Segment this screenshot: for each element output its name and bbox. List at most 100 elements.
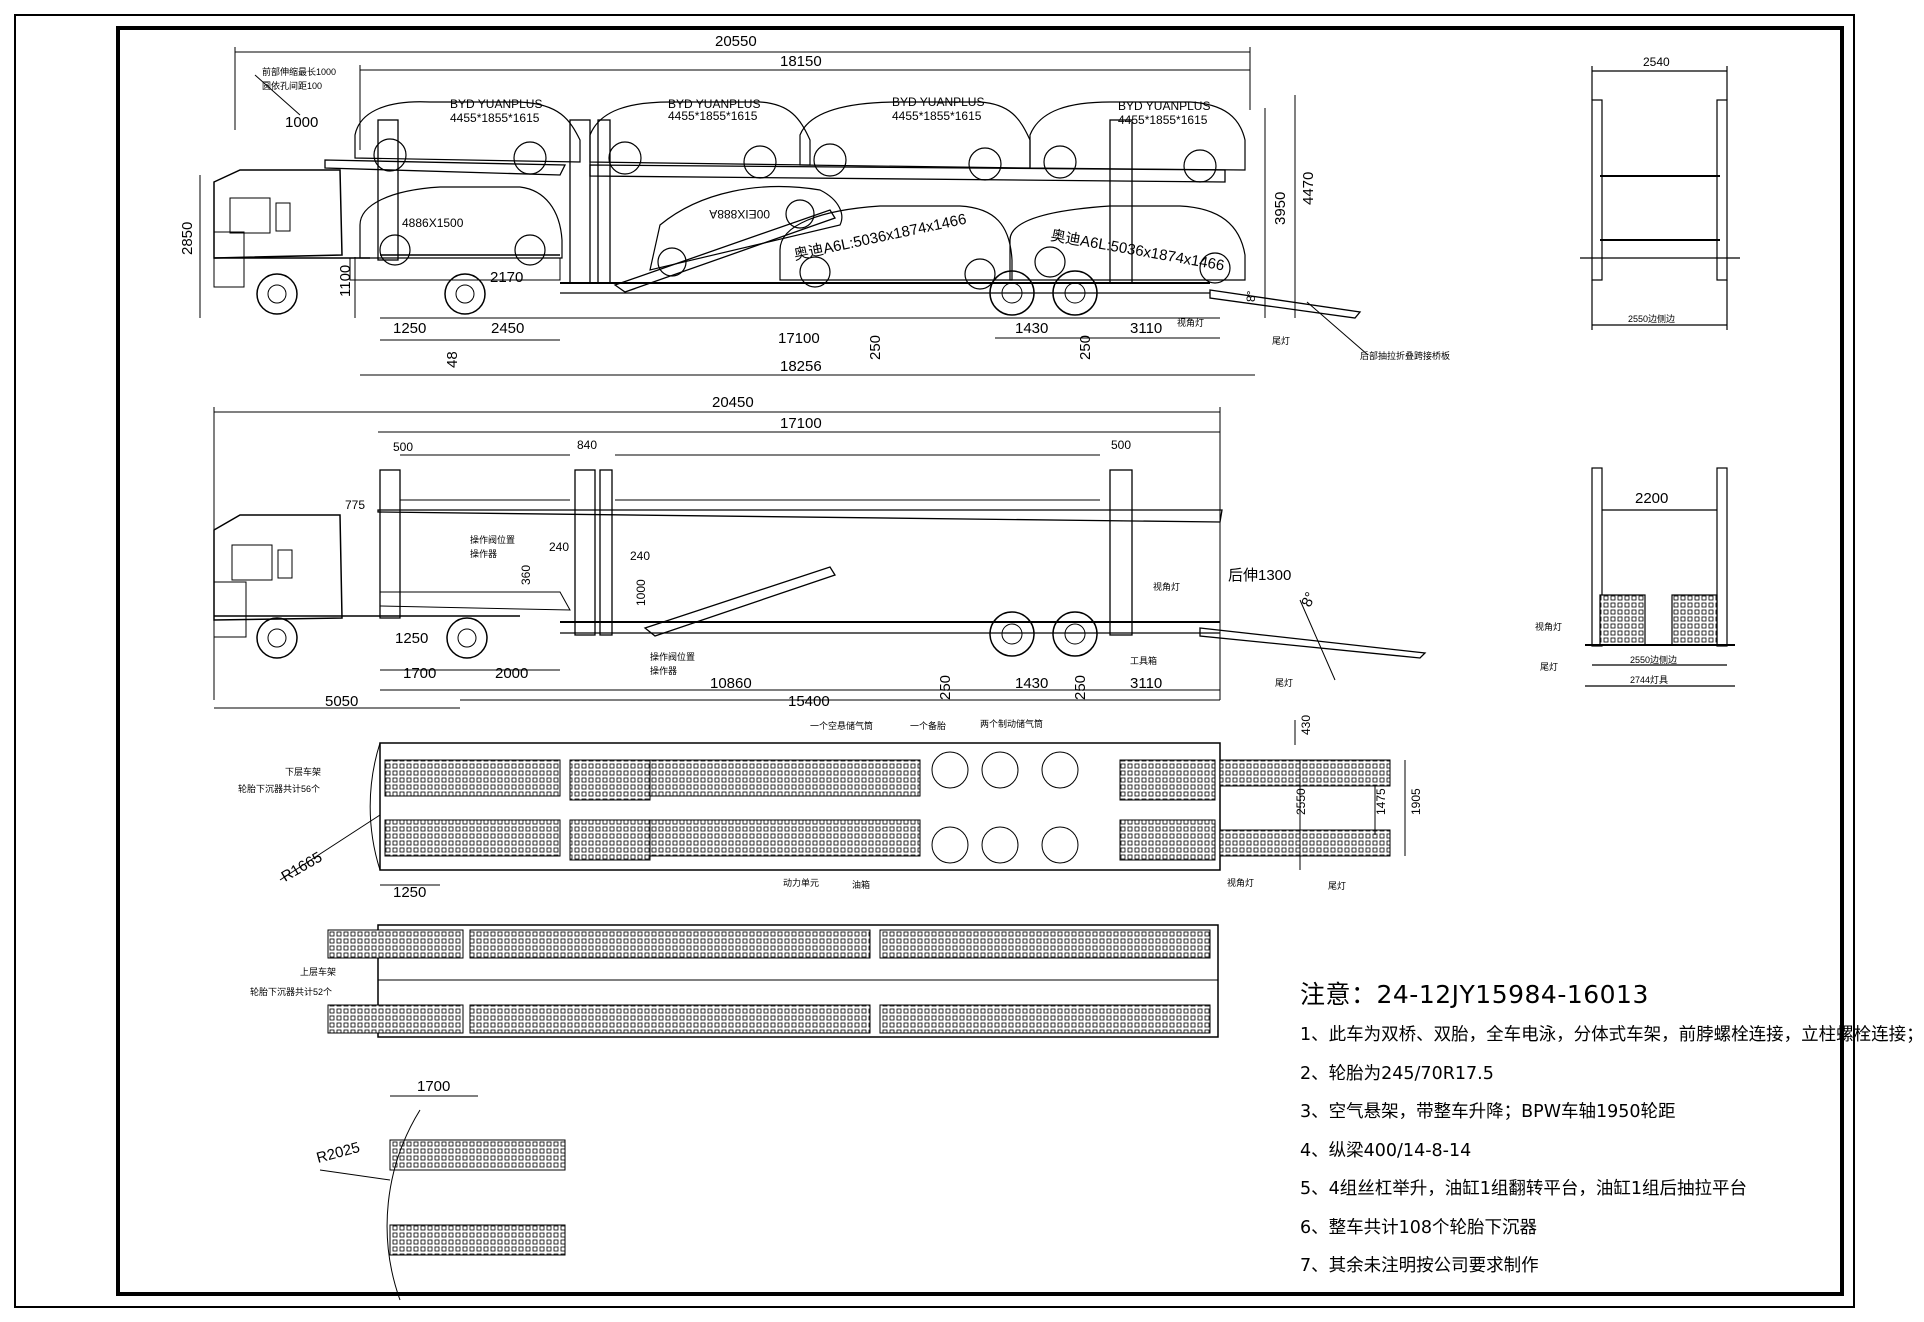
dim-1475: 1475: [1374, 788, 1388, 815]
car-lower-4-label: 奥迪A6L:5036x1874x1466: [1049, 227, 1225, 274]
label-side-lamp-plan: 视角灯: [1227, 877, 1254, 888]
dim-3110-b: 3110: [1130, 675, 1162, 692]
label-upper-deck: 上层车架: [300, 966, 336, 977]
dim-250a: 250: [867, 335, 884, 360]
dim-840: 840: [577, 438, 597, 452]
label-oil-tank: 油箱: [852, 879, 870, 890]
dim-10860: 10860: [710, 675, 752, 692]
label-upper-count: 轮胎下沉器共计52个: [250, 986, 332, 997]
dim-width-bottom: 2550边侧边: [1628, 313, 1675, 324]
note-item-6: 6、整车共计108个轮胎下沉器: [1300, 1217, 1538, 1238]
label-rear-platform: 后部抽拉折叠跨接桥板: [1360, 350, 1450, 361]
dim-240a: 240: [549, 540, 569, 554]
dim-front-ext: 1000: [285, 114, 318, 131]
dim-width-inner: 2200: [1635, 490, 1668, 507]
dim-height-deck: 1100: [337, 265, 354, 297]
end-view-loaded: [1580, 66, 1740, 330]
label-tail-lamp-plan: 尾灯: [1328, 881, 1346, 891]
plan-lower-deck: [279, 720, 1406, 886]
car-upper-3-model: BYD YUANPLUS: [892, 95, 984, 109]
dim-360: 360: [519, 565, 533, 585]
label-valve-2: 操作器: [650, 665, 677, 676]
label-toolbox: 工具箱: [1130, 655, 1157, 666]
label-side-lamp-2: 视角灯: [1153, 581, 1180, 592]
dim-17100: 17100: [778, 330, 820, 347]
label-side-lamp-top: 视角灯: [1177, 317, 1204, 328]
side-view-loaded-labels: 20550 18150 前部伸缩最长1000 圆依孔间距100 1000 BYD…: [179, 33, 1450, 375]
dim-angle: 8°: [1298, 590, 1319, 610]
label-power-unit: 动力单元: [783, 877, 819, 888]
drawing-border-outer: [14, 14, 1855, 1308]
car-lower-2-label: 00EIX888A: [709, 207, 770, 221]
dim-2170: 2170: [490, 269, 523, 286]
dim-430: 430: [1299, 715, 1313, 735]
notes-title: 注意：24-12JY15984-16013: [1300, 980, 1649, 1009]
note-item-7: 7、其余未注明按公司要求制作: [1300, 1256, 1539, 1276]
car-upper-4-model: BYD YUANPLUS: [1118, 99, 1210, 113]
side-view-empty: [213, 407, 1427, 709]
dim-1905: 1905: [1409, 788, 1423, 815]
dim-48: 48: [444, 351, 461, 368]
label-valve-1: 操作器: [470, 548, 497, 559]
dim-1430: 1430: [1015, 320, 1048, 337]
side-view-loaded: [199, 47, 1369, 376]
dim-radius-detail: R2025: [315, 1139, 362, 1167]
car-upper-1-size: 4455*1855*1615: [450, 111, 540, 125]
label-lower-deck: 下层车架: [285, 766, 321, 777]
dim-5050: 5050: [325, 693, 358, 710]
side-view-empty-labels: 20450 17100 500 840 500 775 240 240 360 …: [325, 394, 1320, 710]
car-lower-3-label: 奥迪A6L:5036x1874x1466: [792, 211, 968, 264]
dim-width-b: 2744灯具: [1630, 675, 1668, 685]
label-tail-lamp-2: 尾灯: [1275, 678, 1293, 688]
dim-overall-length-2: 20450: [712, 394, 754, 411]
label-air-tank: 一个空悬储气筒: [810, 720, 873, 731]
note-item-1: 1、此车为双桥、双胎，全车电泳，分体式车架，前脖螺栓连接，立柱螺栓连接；: [1300, 1025, 1924, 1045]
dim-240b: 240: [630, 549, 650, 563]
label-tail-lamp-end: 尾灯: [1540, 662, 1558, 672]
label-tail-lamp-top: 尾灯: [1272, 336, 1290, 346]
dim-1700-detail: 1700: [417, 1078, 450, 1095]
drawing-border-inner: [116, 26, 1844, 1296]
dim-3110: 3110: [1130, 320, 1162, 337]
dim-500b: 500: [1111, 438, 1131, 452]
car-lower-1-size: 4886X1500: [402, 216, 464, 230]
note-item-4: 4、纵梁400/14-8-14: [1300, 1140, 1472, 1161]
dim-2000: 2000: [495, 665, 528, 682]
dim-1250: 1250: [393, 320, 426, 337]
dim-width-a: 2550边侧边: [1630, 654, 1677, 665]
dim-8: 8°: [1244, 290, 1258, 302]
dim-1000: 1000: [634, 579, 648, 606]
dim-775: 775: [345, 498, 365, 512]
label-mirror-gap: 圆依孔间距100: [262, 80, 322, 91]
note-item-5: 5、4组丝杠举升，油缸1组翻转平台，油缸1组后抽拉平台: [1300, 1179, 1748, 1199]
dim-250a-b: 250: [937, 675, 954, 700]
dim-250b-b: 250: [1072, 675, 1089, 700]
dim-1250-plan: 1250: [393, 884, 426, 901]
end-view-empty: [1585, 467, 1735, 687]
technical-drawing: 20550 18150 前部伸缩最长1000 圆依孔间距100 1000 BYD…: [179, 33, 1740, 1301]
dim-width-top: 2540: [1643, 55, 1670, 69]
dim-1250-b: 1250: [395, 630, 428, 647]
car-upper-3-size: 4455*1855*1615: [892, 109, 982, 123]
label-side-lamp-end: 视角灯: [1535, 621, 1562, 632]
dim-1430-b: 1430: [1015, 675, 1048, 692]
dim-18256: 18256: [780, 358, 822, 375]
end-view-labels: 2540 2550边侧边 2200 视角灯 尾灯 2550边侧边 2744灯具: [1535, 55, 1677, 685]
dim-15400: 15400: [788, 693, 830, 710]
dim-2550-plan: 2550: [1294, 788, 1308, 815]
dim-radius-lower: R1665: [279, 849, 326, 886]
truck-cab-top: [213, 169, 343, 259]
plan-upper-deck: [327, 924, 1219, 1038]
dim-height-cab: 2850: [179, 222, 196, 255]
dim-body-length: 18150: [780, 53, 822, 70]
notes-block: 注意：24-12JY15984-16013 1、此车为双桥、双胎，全车电泳，分体…: [1300, 975, 1924, 1291]
dim-rear-extend: 后伸1300: [1228, 567, 1291, 584]
plan-upper-labels: 上层车架 轮胎下沉器共计52个: [250, 966, 336, 997]
label-valve-pos-1: 操作阀位置: [470, 534, 515, 545]
dim-500a: 500: [393, 440, 413, 454]
label-spare: 一个备胎: [910, 720, 946, 731]
dim-1700-b: 1700: [403, 665, 436, 682]
label-lower-count: 轮胎下沉器共计56个: [238, 783, 320, 794]
label-valve-pos-2: 操作阀位置: [650, 651, 695, 662]
plan-detail: [319, 1095, 566, 1301]
